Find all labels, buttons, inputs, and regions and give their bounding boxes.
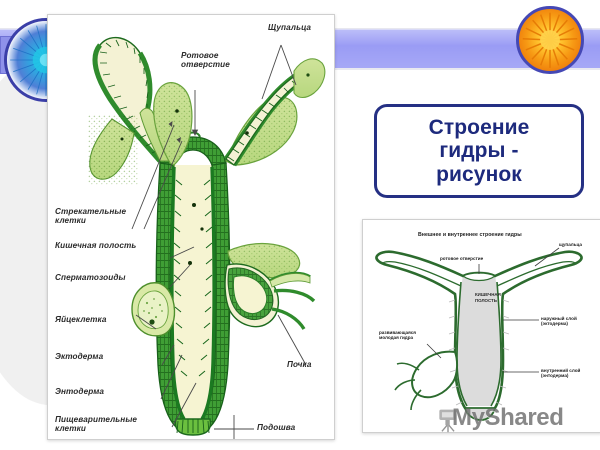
slide-title-callout: Строение гидры - рисунок: [374, 104, 584, 198]
label-digestive-cells: Пищеварительные клетки: [55, 415, 138, 434]
small-label-tentacles: щупальца: [559, 242, 582, 247]
small-label-gastric-cavity-vertical: КИШЕЧНАЯ ПОЛОСТЬ: [475, 292, 501, 305]
label-bud: Почка: [287, 360, 312, 369]
label-egg-cell: Яйцеклетка: [55, 315, 107, 324]
hydra-anatomy-illustration: [48, 15, 334, 439]
main-hydra-figure-panel: Стрекательные клетки Кишечная полость Сп…: [47, 14, 335, 440]
small-label-inner-layer: внутренний слой (энтодерма): [541, 368, 581, 379]
orange-starburst-ornament: [516, 6, 584, 74]
secondary-figure-title: Внешнее и внутреннее строение гидры: [418, 232, 522, 238]
label-ectoderm: Эктодерма: [55, 352, 104, 361]
secondary-hydra-figure-panel: Внешнее и внутреннее строение гидры щупа…: [362, 219, 600, 433]
hydra-cross-section-illustration: [363, 220, 600, 432]
label-spermatozoa: Сперматозоиды: [55, 273, 126, 282]
label-stinging-cells: Стрекательные клетки: [55, 207, 127, 226]
small-label-developing-young-hydra: развивающаяся молодая гидра: [379, 330, 416, 341]
orange-starburst-icon: [522, 12, 578, 68]
label-endoderm: Энтодерма: [55, 387, 105, 396]
page-title: Строение гидры - рисунок: [428, 115, 530, 186]
small-label-mouth-opening: ротовое отверстие: [440, 256, 484, 261]
myshared-logo-icon: [439, 409, 456, 433]
label-sole: Подошва: [257, 423, 296, 432]
label-tentacles: Щупальца: [268, 23, 311, 32]
label-mouth-opening: Ротовое отверстие: [181, 51, 230, 70]
myshared-watermark: MyShared: [452, 404, 564, 431]
label-gastric-cavity: Кишечная полость: [55, 241, 137, 250]
small-label-outer-layer: наружный слой (эктодерма): [541, 316, 577, 327]
